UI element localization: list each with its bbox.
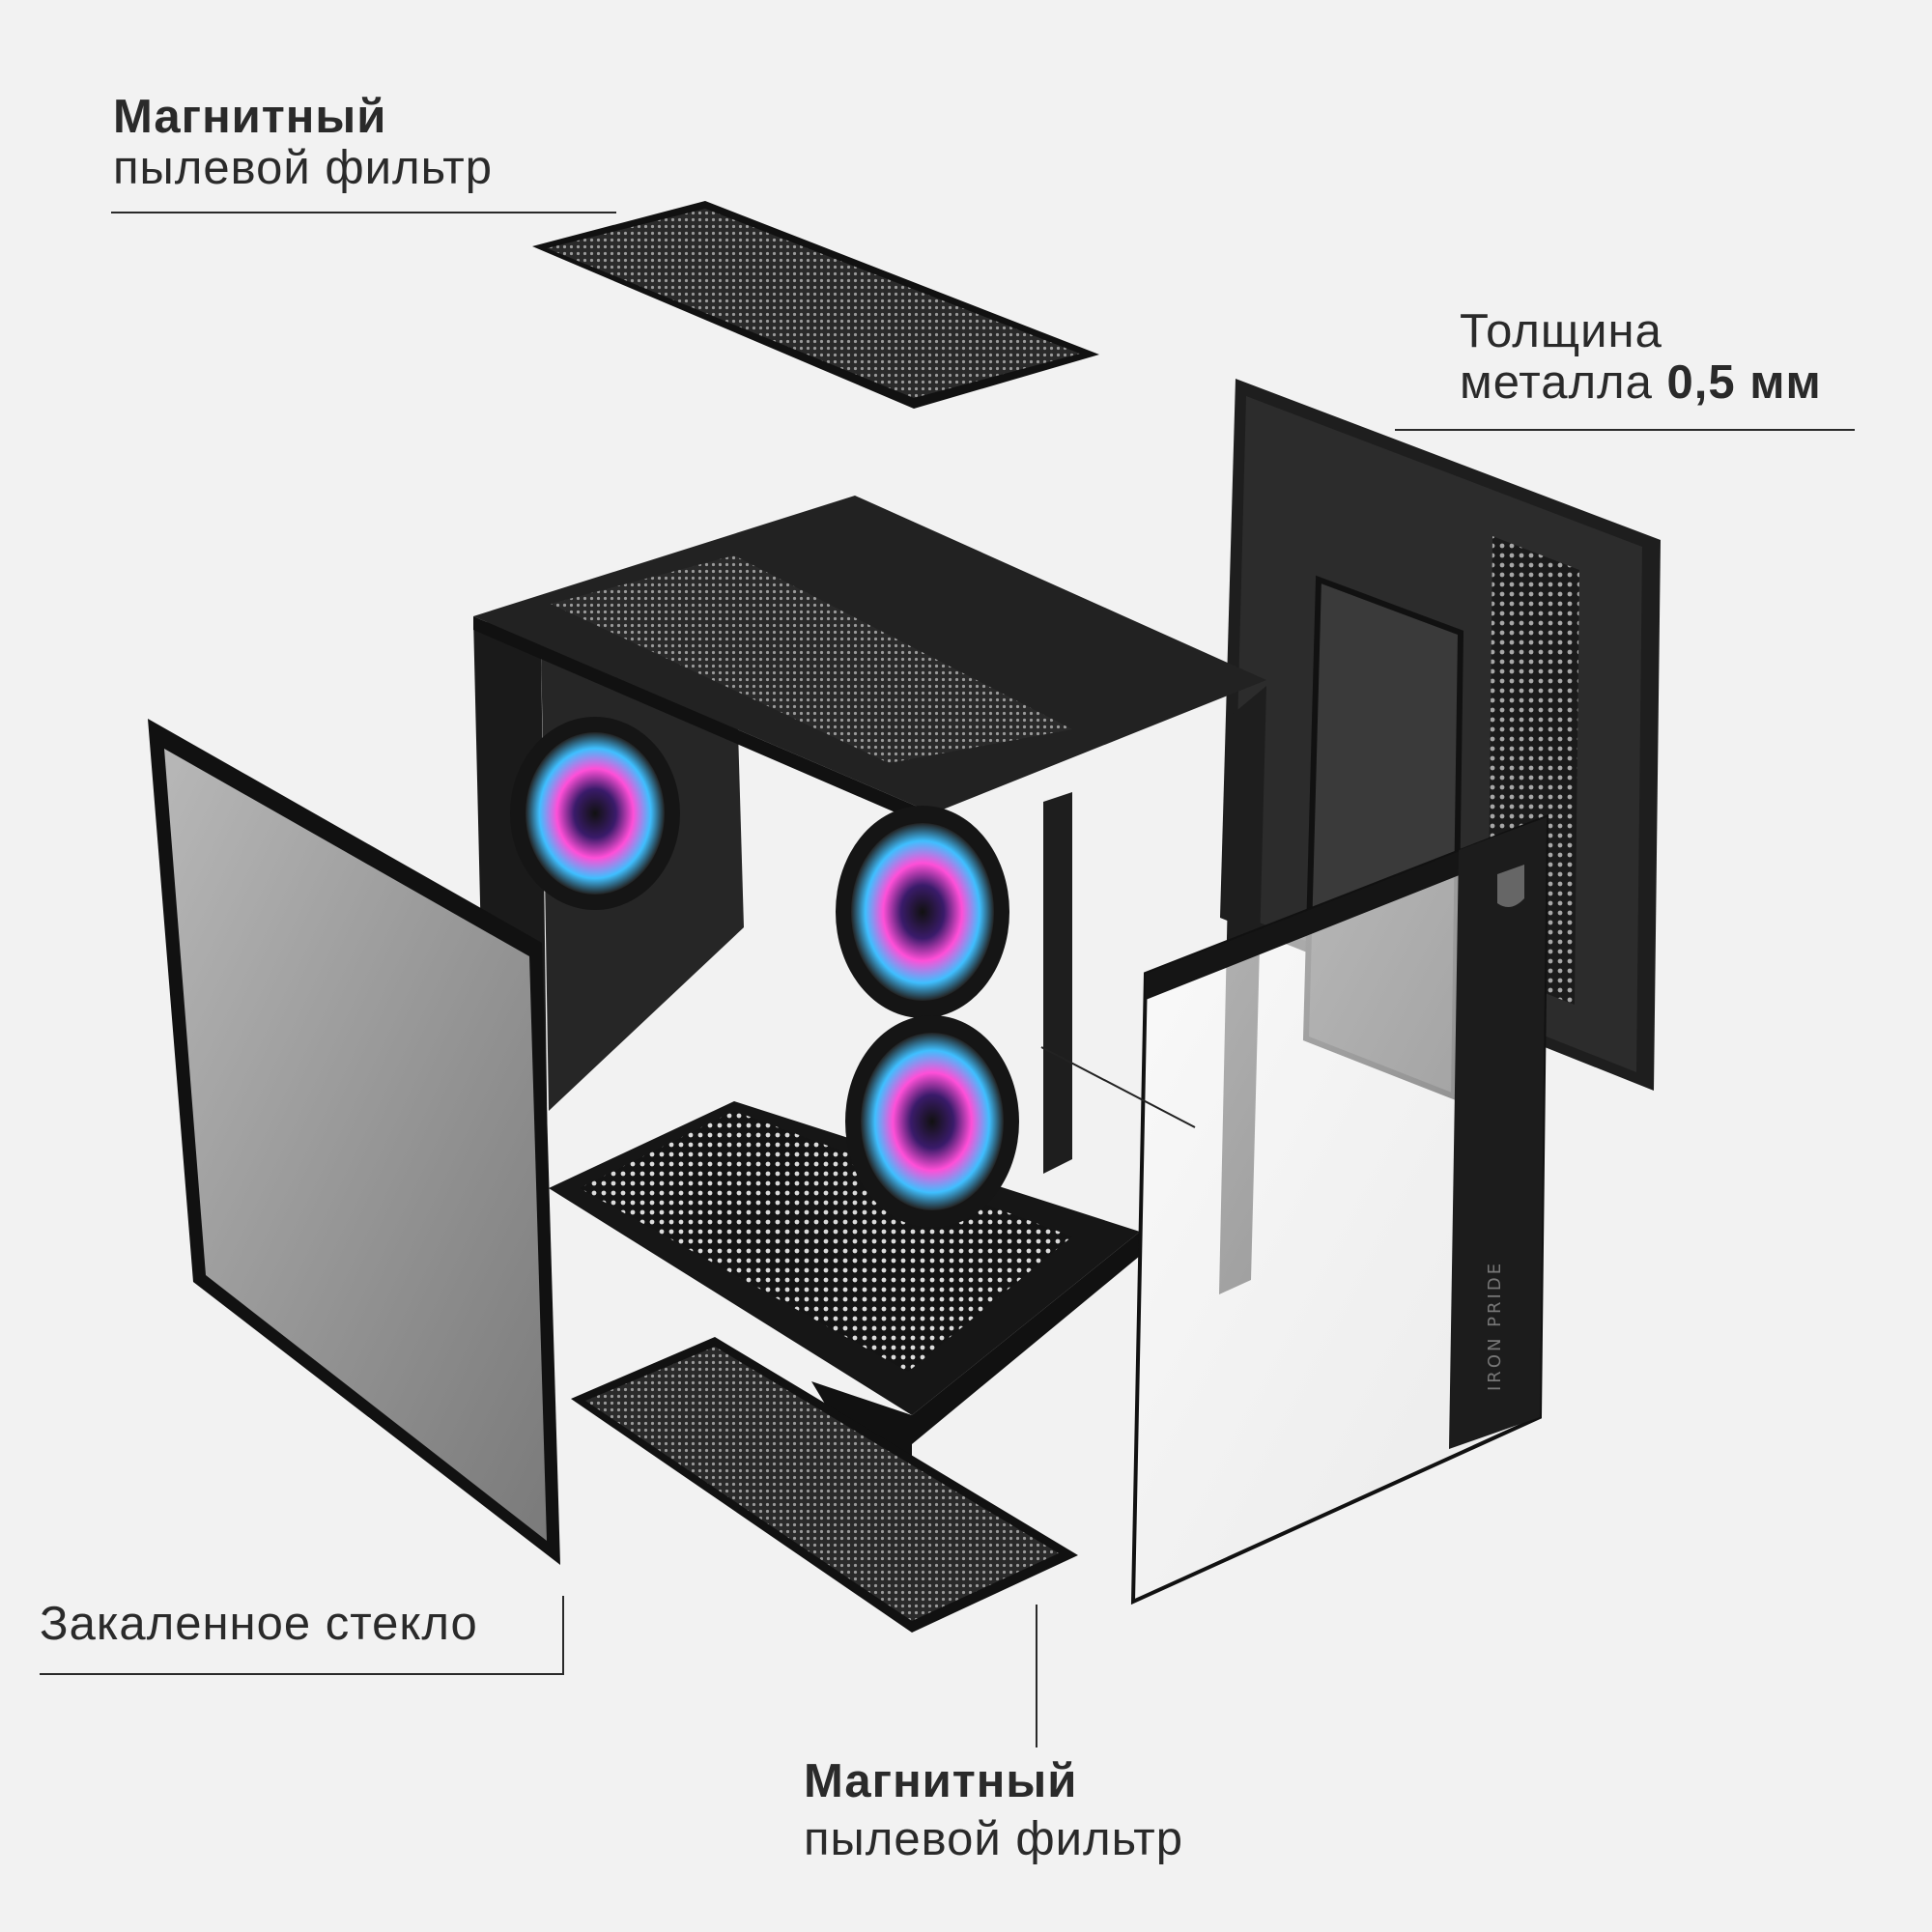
divider xyxy=(562,1596,564,1675)
glass-label: Закаленное стекло xyxy=(40,1598,478,1650)
divider xyxy=(1036,1605,1037,1747)
divider xyxy=(40,1673,564,1675)
metal-thickness-subtitle: металла 0,5 мм xyxy=(1460,356,1822,409)
left-tempered-glass xyxy=(148,719,560,1565)
front-tempered-glass xyxy=(1130,814,1549,1605)
metal-thickness-title: Толщина xyxy=(1460,305,1662,357)
rgb-fan xyxy=(510,717,680,910)
top-filter-title: Магнитный xyxy=(113,91,387,143)
metal-label: металла xyxy=(1460,356,1667,409)
brand-logo-text: IRON PRIDE xyxy=(1485,1261,1505,1391)
rgb-fan xyxy=(845,1015,1019,1228)
metal-thickness-value: 0,5 мм xyxy=(1666,356,1822,409)
rgb-fan xyxy=(836,806,1009,1018)
bottom-filter-title: Магнитный xyxy=(804,1755,1078,1807)
top-filter-subtitle: пылевой фильтр xyxy=(113,142,493,194)
brand-shield-icon xyxy=(1497,865,1524,907)
bottom-filter-subtitle: пылевой фильтр xyxy=(804,1813,1183,1865)
divider xyxy=(1395,429,1855,431)
divider xyxy=(111,212,616,213)
